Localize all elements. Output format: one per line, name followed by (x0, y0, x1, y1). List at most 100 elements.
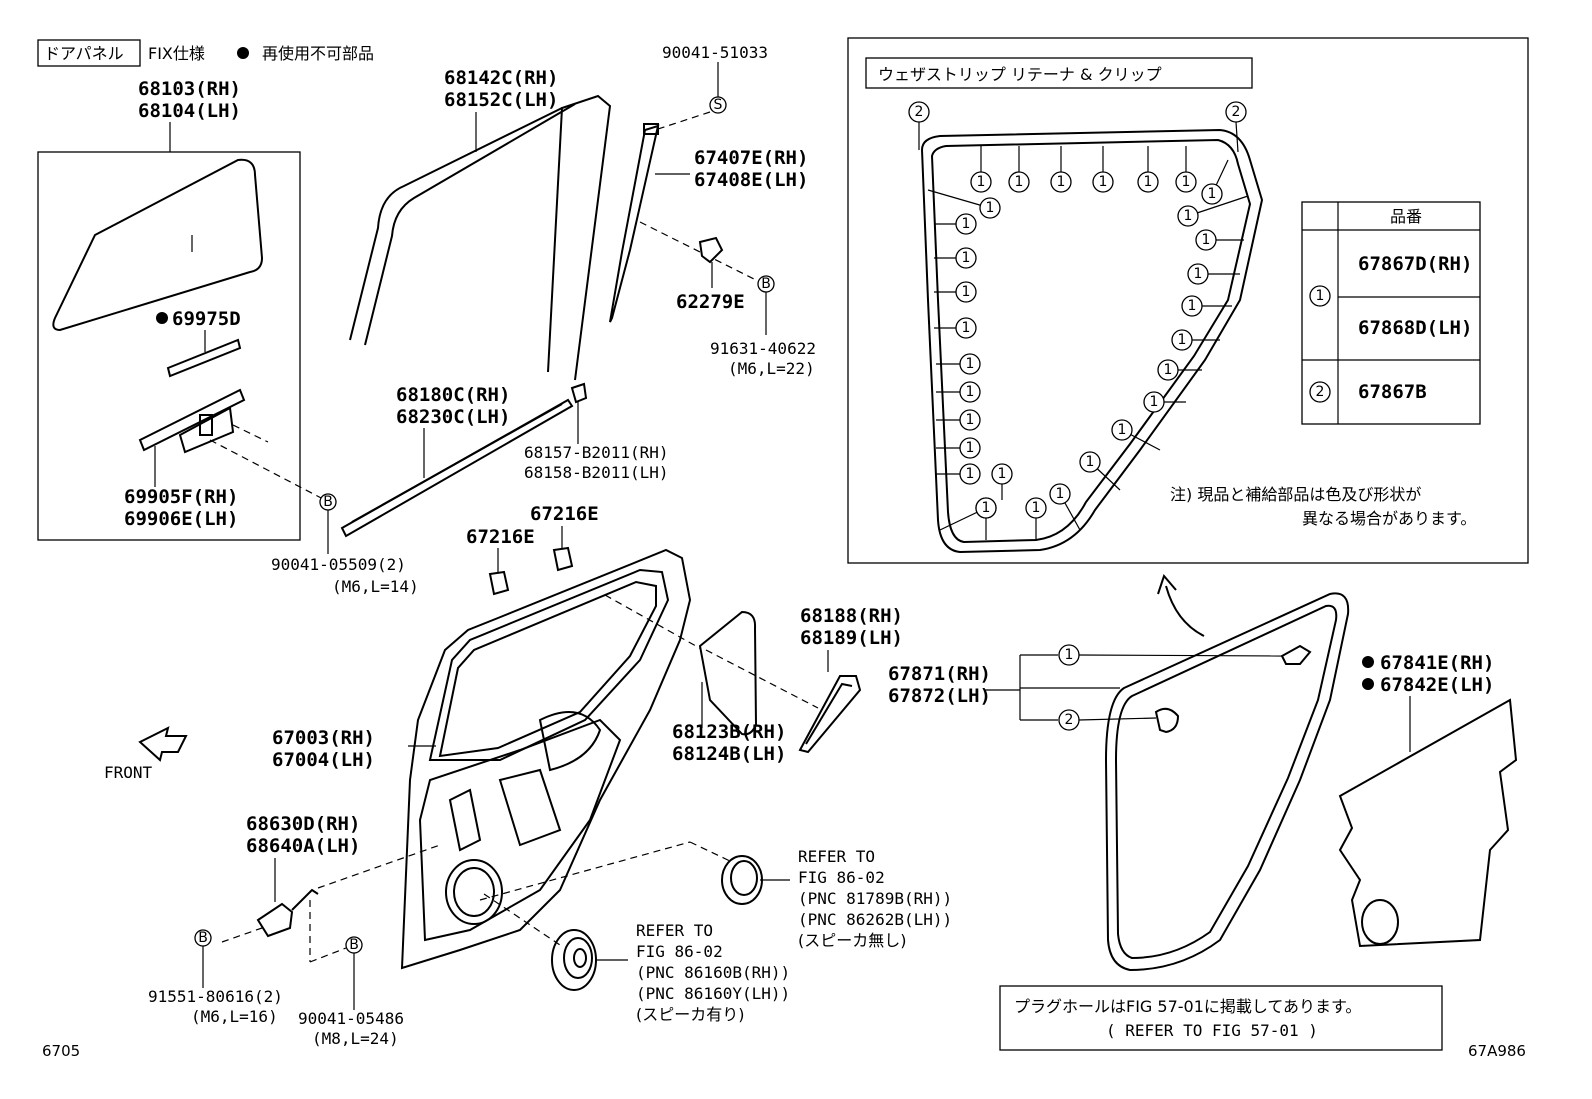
speaker-hole (445, 859, 503, 925)
inset-note-2: 異なる場合があります。 (1302, 509, 1476, 528)
marker-1-text: 1 (1164, 362, 1173, 378)
marker-b-text: B (761, 276, 771, 292)
bullet-icon (1362, 678, 1374, 690)
spec-91551-80616: (M6,L=16) (191, 1007, 278, 1026)
pn-90041-05486: 90041-05486 (298, 1009, 404, 1028)
marker-1-text: 1 (1194, 266, 1203, 282)
pn-90041-05509: 90041-05509(2) (271, 555, 406, 574)
glass-channel (138, 388, 246, 452)
bullet-icon (1362, 656, 1374, 668)
spec-90041-05486: (M8,L=24) (312, 1029, 399, 1048)
plug-note-box (999, 985, 1443, 1051)
marker-1-text: 1 (1178, 332, 1187, 348)
marker-1 (1181, 295, 1203, 317)
header-box (37, 39, 141, 67)
pn-68640a: 68640A(LH) (246, 835, 360, 857)
clip-67216e (552, 546, 574, 572)
pn-67216e-2: 67216E (466, 526, 535, 548)
pn-68157: 68157-B2011(RH) (524, 443, 669, 462)
pn-91551-80616: 91551-80616(2) (148, 987, 283, 1006)
marker-1-text: 1 (1086, 454, 1095, 470)
inset-table (1301, 201, 1481, 425)
pn-69905f: 69905F(RH) (124, 486, 238, 508)
marker-1-text: 1 (966, 440, 975, 456)
pn-68158: 68158-B2011(LH) (524, 463, 669, 482)
header-spec: FIX仕様 (148, 44, 205, 63)
bullet-icon (156, 312, 168, 324)
footer-right: 67A986 (1468, 1042, 1526, 1060)
pn-67408e: 67408E(LH) (694, 169, 808, 191)
marker-1 (991, 463, 1013, 485)
refer-none-l3: (PNC 81789B(RH)) (798, 889, 952, 908)
marker-1 (955, 317, 977, 339)
pn-67004: 67004(LH) (272, 749, 375, 771)
door-glass (52, 158, 264, 332)
marker-b-text: B (323, 494, 333, 510)
marker-1 (955, 281, 977, 303)
marker-1-text: 1 (1150, 394, 1159, 410)
refer-with-l5: (スピーカ有り) (636, 1005, 745, 1024)
marker-b-text: B (349, 937, 359, 953)
marker-b-text: B (198, 930, 208, 946)
glass-run-small (166, 338, 242, 378)
pn-67841e: 67841E(RH) (1380, 652, 1494, 674)
marker-1 (959, 409, 981, 431)
refer-none-l2: FIG 86-02 (798, 868, 885, 887)
clip-1-icon (1280, 644, 1312, 665)
marker-1 (1171, 329, 1193, 351)
table-header: 品番 (1390, 207, 1422, 226)
pn-68123b: 68123B(RH) (672, 721, 786, 743)
service-hole-cover (1338, 698, 1518, 948)
inset-note-1: 注) 現品と補給部品は色及び形状が (1170, 485, 1421, 504)
footer-left: 6705 (42, 1042, 80, 1060)
marker-1 (959, 381, 981, 403)
table-part-67867d: 67867D(RH) (1358, 253, 1472, 275)
marker-1-text: 1 (1202, 232, 1211, 248)
marker-1-text: 1 (1032, 500, 1041, 516)
marker-1 (1079, 451, 1101, 473)
marker-1 (1092, 171, 1114, 193)
table-key-2-text: 2 (1316, 384, 1325, 400)
pn-68189: 68189(LH) (800, 627, 903, 649)
table-part-67867b: 67867B (1358, 381, 1427, 403)
marker-1 (959, 437, 981, 459)
pn-69906e: 69906E(LH) (124, 508, 238, 530)
door-inner-cover (698, 610, 758, 736)
pn-62279e: 62279E (676, 291, 745, 313)
marker-1-text: 1 (1118, 422, 1127, 438)
pn-68104: 68104(LH) (138, 100, 241, 122)
marker-1 (970, 171, 992, 193)
spec-90041-05509: (M6,L=14) (332, 577, 419, 596)
marker-1 (1025, 497, 1047, 519)
refer-with-l3: (PNC 86160B(RH)) (636, 963, 790, 982)
marker-1 (1143, 391, 1165, 413)
refer-with-l1: REFER TO (636, 921, 713, 940)
marker-1-text: 1 (1188, 298, 1197, 314)
marker-leader-line (927, 189, 991, 209)
glass-group-box (37, 151, 301, 541)
marker-1 (1201, 183, 1223, 205)
pn-67842e: 67842E(LH) (1380, 674, 1494, 696)
marker-1 (1175, 171, 1197, 193)
refer-with-l2: FIG 86-02 (636, 942, 723, 961)
pn-68180c: 68180C(RH) (396, 384, 510, 406)
pn-67871: 67871(RH) (888, 663, 991, 685)
front-arrow-icon (138, 726, 188, 762)
pn-68152c: 68152C(LH) (444, 89, 558, 111)
marker-1-text: 1 (977, 174, 986, 190)
header-boxed-label: ドアパネル (44, 44, 124, 63)
marker-1 (959, 463, 981, 485)
table-key-1 (1309, 285, 1331, 307)
marker-1 (1187, 263, 1209, 285)
moulding-clip (570, 382, 588, 404)
marker-1-text: 1 (1057, 174, 1066, 190)
marker-1 (1195, 229, 1217, 251)
weatherstrip-outline (920, 128, 1264, 554)
plug-note-2: ( REFER TO FIG 57-01 ) (1106, 1021, 1318, 1040)
marker-s-text: S (714, 97, 723, 113)
marker-1-text: 1 (962, 250, 971, 266)
marker-2-text: 2 (915, 104, 924, 120)
seal-68188 (798, 675, 862, 754)
door-shell (400, 548, 692, 970)
refer-none-l4: (PNC 86262B(LH)) (798, 910, 952, 929)
